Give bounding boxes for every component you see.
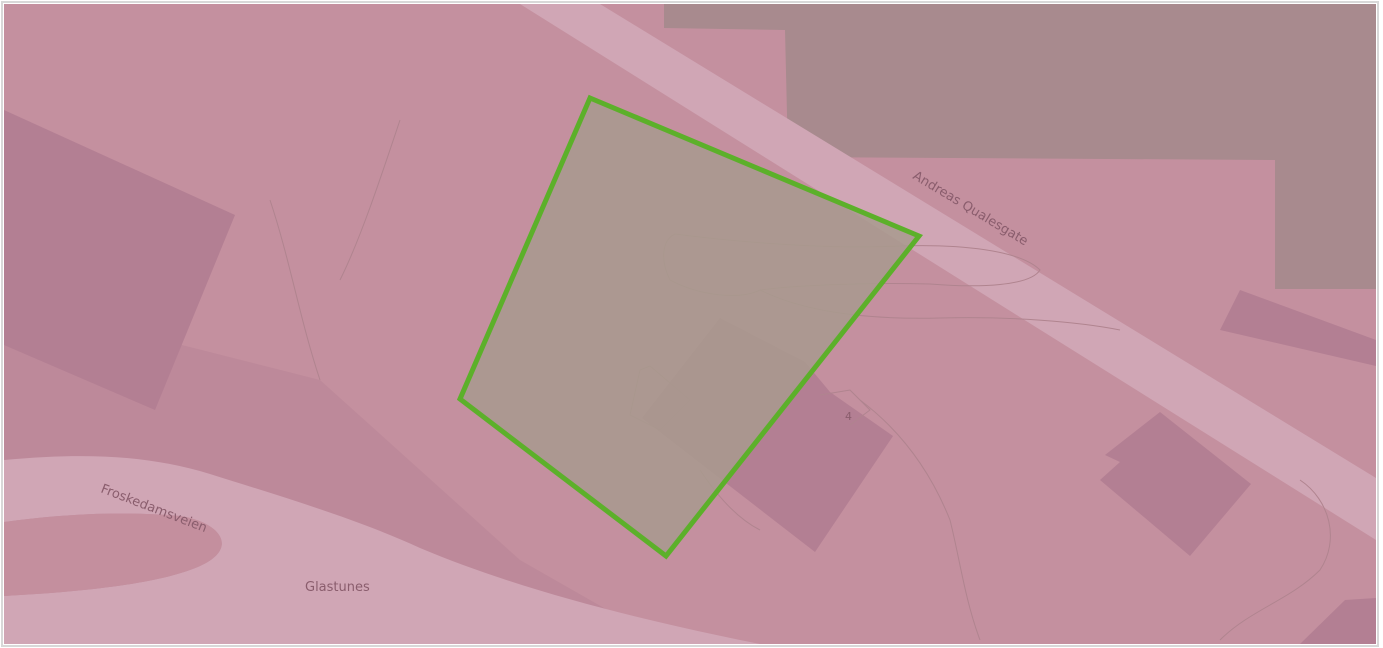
building-1 — [4, 110, 235, 410]
place-label-glastunes: Glastunes — [305, 580, 370, 595]
building-5 — [1300, 598, 1376, 644]
road-andreas-qualesgate — [520, 4, 1376, 540]
selected-parcel[interactable] — [456, 94, 924, 560]
zone-area — [664, 4, 1376, 289]
building-3 — [1100, 412, 1251, 556]
road-froskedamsveien — [4, 456, 760, 644]
land-strip — [4, 513, 222, 596]
building-4 — [1220, 290, 1376, 366]
house-number-label: 4 — [845, 410, 852, 423]
